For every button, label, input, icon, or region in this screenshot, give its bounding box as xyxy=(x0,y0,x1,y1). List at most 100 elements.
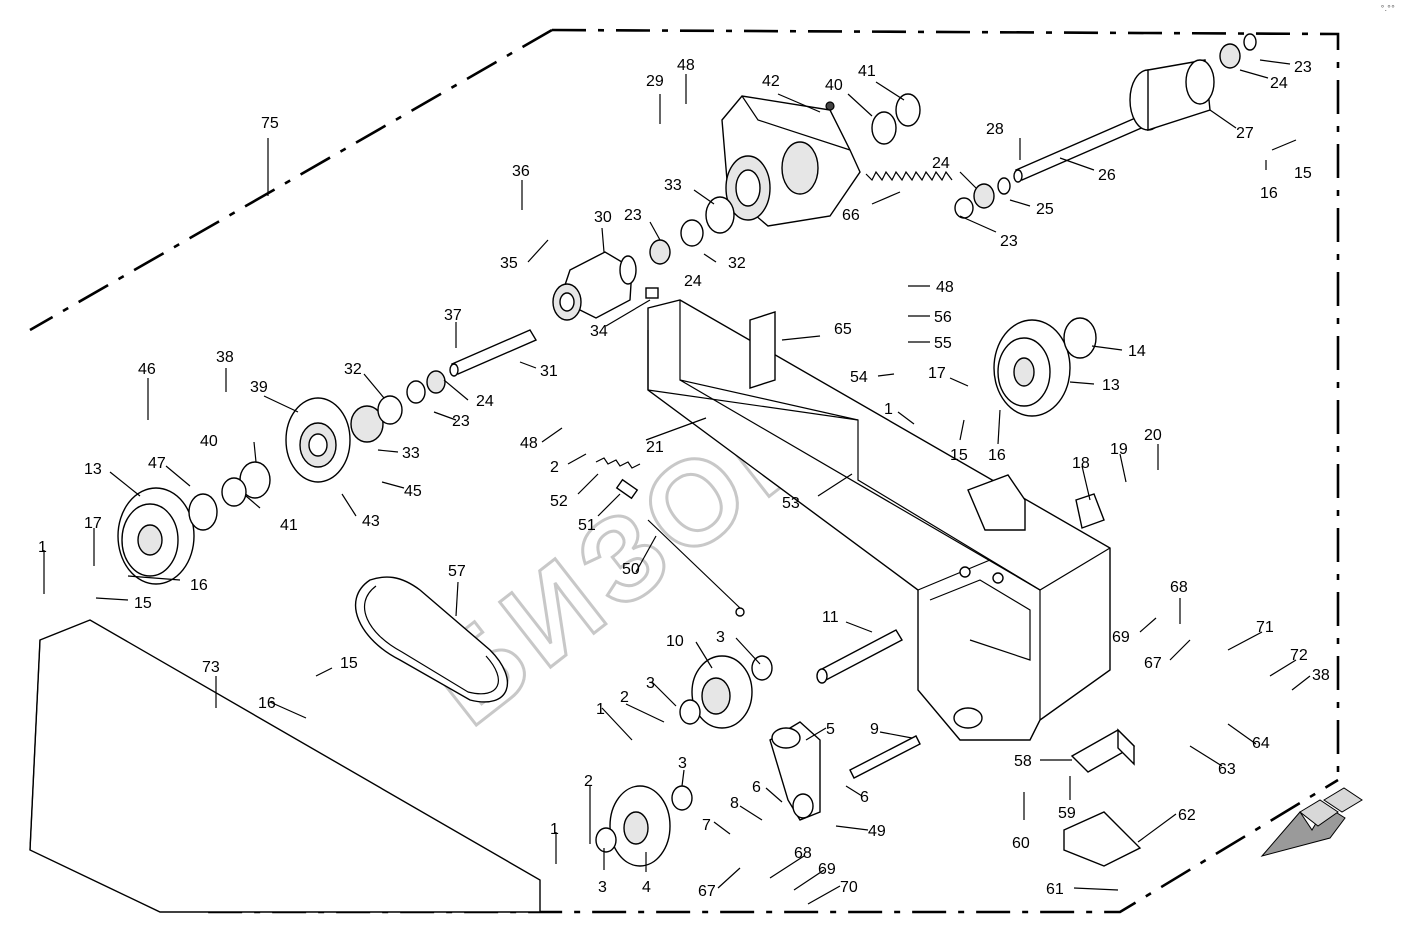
callout-50: 50 xyxy=(622,561,640,578)
callout-labels: 75 29 48 42 40 41 23 24 27 28 15 16 26 2… xyxy=(38,57,1330,900)
callout-70: 70 xyxy=(840,879,858,896)
callout-49: 49 xyxy=(868,823,886,840)
callout-37: 37 xyxy=(444,307,462,324)
guard-62 xyxy=(1063,811,1142,867)
callout-57: 57 xyxy=(448,563,466,580)
callout-2: 2 xyxy=(620,689,629,706)
callout-40: 40 xyxy=(825,77,843,94)
callout-75: 75 xyxy=(261,115,279,132)
callout-6: 6 xyxy=(860,789,869,806)
callout-58: 58 xyxy=(1014,753,1032,770)
callout-35: 35 xyxy=(500,255,518,272)
callout-71: 71 xyxy=(1256,619,1274,636)
callout-24: 24 xyxy=(1270,75,1288,92)
callout-3: 3 xyxy=(646,675,655,692)
callout-16: 16 xyxy=(1260,185,1278,202)
callout-41: 41 xyxy=(858,63,876,80)
callout-3: 3 xyxy=(678,755,687,772)
callout-60: 60 xyxy=(1012,835,1030,852)
callout-6: 6 xyxy=(752,779,761,796)
callout-16: 16 xyxy=(258,695,276,712)
rings xyxy=(221,93,1011,507)
callout-2: 2 xyxy=(584,773,593,790)
callout-69: 69 xyxy=(818,861,836,878)
callout-1: 1 xyxy=(550,821,559,838)
callout-16: 16 xyxy=(988,447,1006,464)
callout-41: 41 xyxy=(280,517,298,534)
callout-63: 63 xyxy=(1218,761,1236,778)
shaft-9 xyxy=(849,735,921,779)
callout-48: 48 xyxy=(677,57,695,74)
callout-2: 2 xyxy=(550,459,559,476)
callout-66: 66 xyxy=(842,207,860,224)
callout-73: 73 xyxy=(202,659,220,676)
callout-17: 17 xyxy=(928,365,946,382)
callout-36: 36 xyxy=(512,163,530,180)
direction-arrow-icon xyxy=(1260,787,1363,857)
callout-30: 30 xyxy=(594,209,612,226)
callout-33: 33 xyxy=(664,177,682,194)
v-belt-57 xyxy=(354,576,509,703)
callout-1: 1 xyxy=(884,401,893,418)
callout-68: 68 xyxy=(794,845,812,862)
callout-48: 48 xyxy=(520,435,538,452)
idler-10 xyxy=(679,655,773,729)
callout-43: 43 xyxy=(362,513,380,530)
callout-67: 67 xyxy=(1144,655,1162,672)
callout-24: 24 xyxy=(932,155,950,172)
callout-18: 18 xyxy=(1072,455,1090,472)
callout-28: 28 xyxy=(986,121,1004,138)
shaft-26 xyxy=(1013,115,1148,183)
callout-72: 72 xyxy=(1290,647,1308,664)
callout-64: 64 xyxy=(1252,735,1270,752)
callout-1: 1 xyxy=(596,701,605,718)
callout-26: 26 xyxy=(1098,167,1116,184)
bracket-58 xyxy=(1070,728,1136,773)
main-frame xyxy=(647,299,1111,741)
callout-29: 29 xyxy=(646,73,664,90)
callout-9: 9 xyxy=(870,721,879,738)
callout-55: 55 xyxy=(934,335,952,352)
callout-3: 3 xyxy=(716,629,725,646)
callout-15: 15 xyxy=(340,655,358,672)
callout-40: 40 xyxy=(200,433,218,450)
arm-5 xyxy=(769,721,821,821)
shaft-31 xyxy=(449,329,538,377)
leader-lines xyxy=(43,59,1311,905)
callout-23: 23 xyxy=(624,207,642,224)
callout-34: 34 xyxy=(590,323,608,340)
callout-32: 32 xyxy=(344,361,362,378)
callout-11: 11 xyxy=(822,609,839,626)
corner-mark: °.°° xyxy=(1380,4,1395,13)
pulley-4 xyxy=(595,785,693,867)
callout-20: 20 xyxy=(1144,427,1162,444)
spring-52 xyxy=(595,457,641,500)
callout-15: 15 xyxy=(134,595,152,612)
callout-31: 31 xyxy=(540,363,558,380)
callout-8: 8 xyxy=(730,795,739,812)
callout-47: 47 xyxy=(148,455,166,472)
callout-62: 62 xyxy=(1178,807,1196,824)
callout-13: 13 xyxy=(84,461,102,478)
callout-53: 53 xyxy=(782,495,800,512)
spring-66 xyxy=(865,170,953,182)
callout-61: 61 xyxy=(1046,881,1064,898)
callout-67: 67 xyxy=(698,883,716,900)
callout-38: 38 xyxy=(216,349,234,366)
callout-16: 16 xyxy=(190,577,208,594)
callout-23: 23 xyxy=(452,413,470,430)
callout-42: 42 xyxy=(762,73,780,90)
callout-1: 1 xyxy=(38,539,47,556)
callout-3: 3 xyxy=(598,879,607,896)
callout-13: 13 xyxy=(1102,377,1120,394)
cover-73 xyxy=(29,619,541,913)
callout-33: 33 xyxy=(402,445,420,462)
callout-46: 46 xyxy=(138,361,156,378)
shaft-11 xyxy=(816,629,903,684)
callout-15: 15 xyxy=(950,447,968,464)
hub-27 xyxy=(1129,33,1257,131)
callout-27: 27 xyxy=(1236,125,1254,142)
callout-21: 21 xyxy=(646,439,664,456)
callout-45: 45 xyxy=(404,483,422,500)
